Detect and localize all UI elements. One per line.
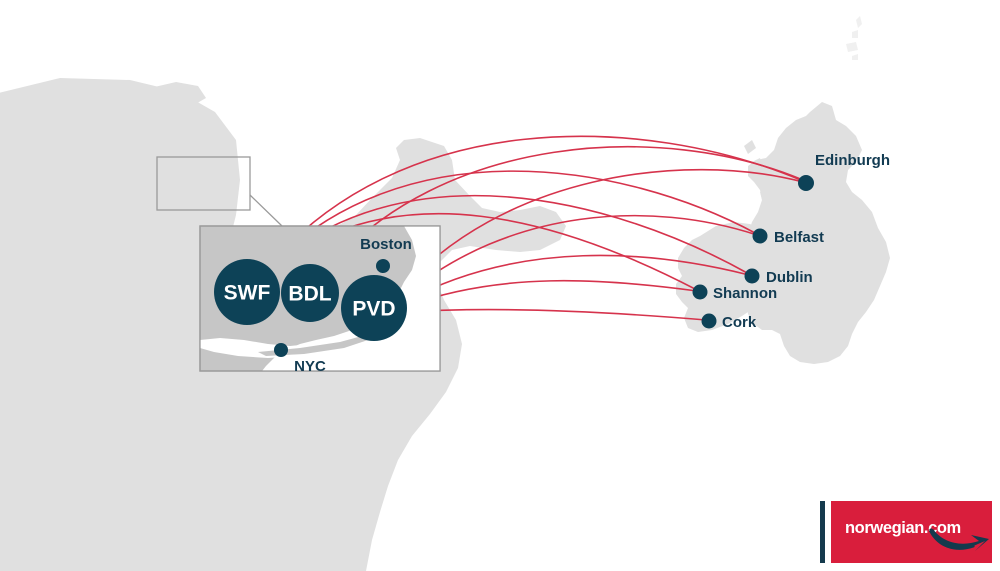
destination-marker-edinburgh[interactable]: Edinburgh <box>798 152 890 191</box>
norwegian-tail-swoosh-icon <box>929 528 989 551</box>
destination-label: Shannon <box>713 285 777 302</box>
hub-bubble <box>281 264 339 322</box>
destination-label: Cork <box>722 314 757 331</box>
destination-dot <box>692 284 708 300</box>
norwegian-logo[interactable]: norwegian.com <box>820 501 992 563</box>
hub-code-label: SWF <box>224 282 271 305</box>
inset-source-region <box>156 156 283 227</box>
destination-marker-shannon[interactable]: Shannon <box>692 284 778 303</box>
route-line <box>403 214 758 297</box>
inset-leader-line <box>249 194 283 227</box>
route-line <box>264 170 758 272</box>
city-marker-boston[interactable]: Boston <box>360 236 412 273</box>
city-label: NYC <box>294 358 326 375</box>
route-line <box>405 254 750 302</box>
city-dot <box>376 259 390 273</box>
hub-code-label: BDL <box>288 283 331 306</box>
destination-label: Dublin <box>766 269 813 286</box>
destination-dot <box>744 268 760 284</box>
hub-bubble <box>214 259 280 325</box>
destination-marker-belfast[interactable]: Belfast <box>752 228 825 247</box>
route-line <box>406 279 698 307</box>
inset-panel-outline <box>199 225 441 372</box>
route-line <box>266 135 804 269</box>
city-label: Boston <box>360 236 412 253</box>
route-line <box>400 168 804 292</box>
logo-accent-bar <box>820 501 825 563</box>
route-line <box>325 146 804 272</box>
us-city-markers: Boston NYC <box>274 236 412 375</box>
landmass-british-isles <box>676 16 890 364</box>
hub-bubble <box>341 275 407 341</box>
inset-source-rect <box>156 156 251 211</box>
hub-marker-swf[interactable]: SWF <box>214 259 280 325</box>
city-marker-nyc[interactable]: NYC <box>274 343 326 375</box>
destination-dot <box>798 175 814 191</box>
destination-label: Edinburgh <box>815 152 890 169</box>
destination-dot <box>701 313 717 329</box>
destination-label: Belfast <box>774 229 824 246</box>
route-line <box>406 308 707 321</box>
destination-marker-dublin[interactable]: Dublin <box>744 268 813 287</box>
us-hub-markers: SWF BDL PVD <box>214 259 407 341</box>
destination-marker-cork[interactable]: Cork <box>701 313 757 332</box>
hub-code-label: PVD <box>352 298 395 321</box>
hub-marker-pvd[interactable]: PVD <box>341 275 407 341</box>
eu-destination-markers: Edinburgh Belfast Dublin Shannon Cork <box>692 152 890 332</box>
hub-marker-bdl[interactable]: BDL <box>281 264 339 322</box>
destination-dot <box>752 228 768 244</box>
logo-red-block: norwegian.com <box>831 501 992 563</box>
city-dot <box>274 343 288 357</box>
